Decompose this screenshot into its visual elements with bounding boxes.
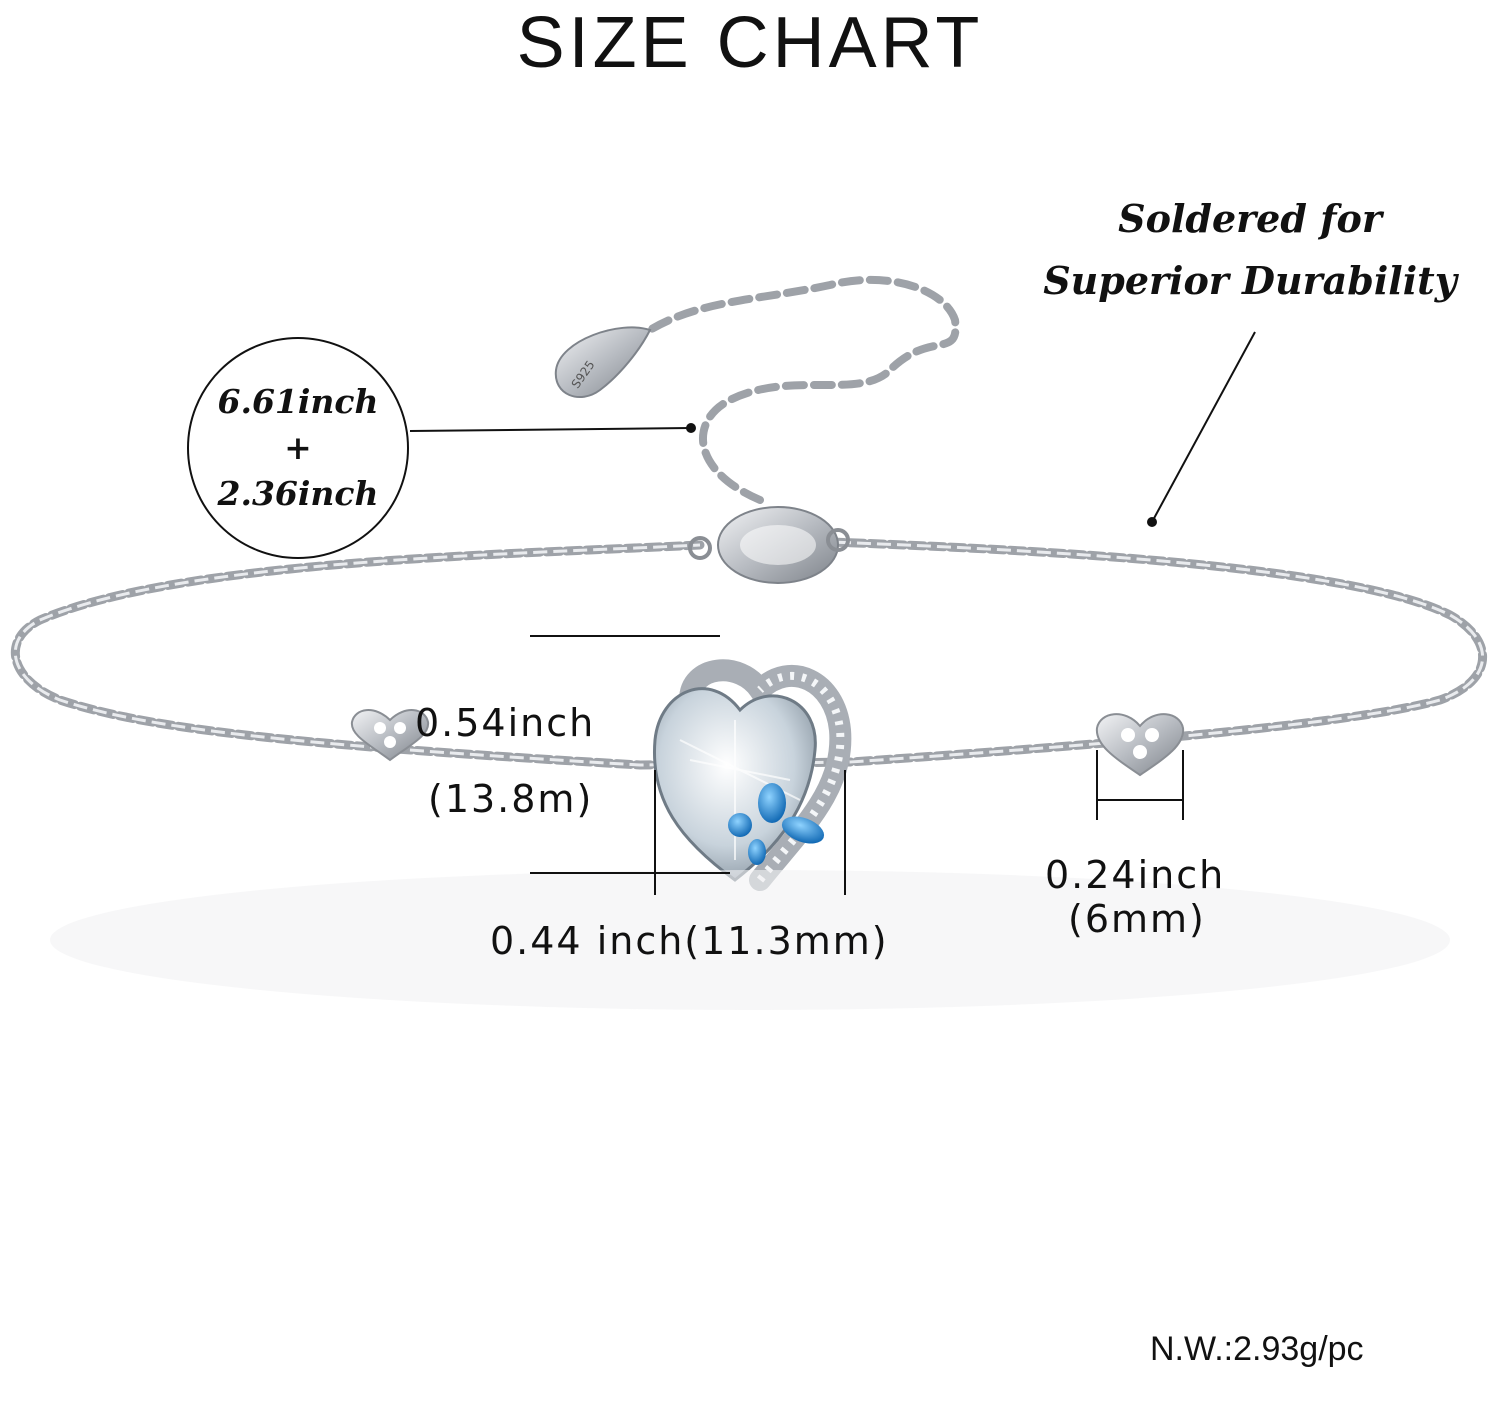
lobster-clasp-icon: [688, 506, 850, 584]
page-title: SIZE CHART: [516, 3, 984, 83]
solder-callout-line1: Soldered for: [1118, 196, 1382, 241]
heart-charm-right-icon: [1095, 713, 1185, 777]
heart-charm-width-mm: (6mm): [1068, 897, 1206, 941]
heart-charm-width-inch: 0.24inch: [1045, 853, 1226, 897]
extension-chain-icon: [646, 275, 960, 504]
solder-callout-line2: Superior Durability: [1043, 258, 1457, 303]
solder-callout: Soldered for Superior Durability: [1000, 188, 1500, 312]
heart-charm-left-icon: [350, 709, 430, 762]
pendant-height-inch: 0.54inch: [415, 701, 596, 745]
pendant-width: 0.44 inch(11.3mm): [490, 919, 889, 963]
butterfly-stones-icon: [728, 783, 825, 865]
s925-tag-icon: S925: [554, 326, 652, 399]
length-extension: 2.36inch: [217, 474, 379, 513]
net-weight: N.W.:2.93g/pc: [1150, 1330, 1364, 1368]
length-plus: +: [284, 428, 312, 467]
length-main: 6.61inch: [217, 382, 379, 421]
pendant-height-mm: (13.8m): [428, 777, 594, 821]
measurement-lines: [409, 331, 1256, 895]
heart-pendant-icon: [652, 659, 852, 891]
length-callout-circle: 6.61inch + 2.36inch: [187, 337, 409, 559]
